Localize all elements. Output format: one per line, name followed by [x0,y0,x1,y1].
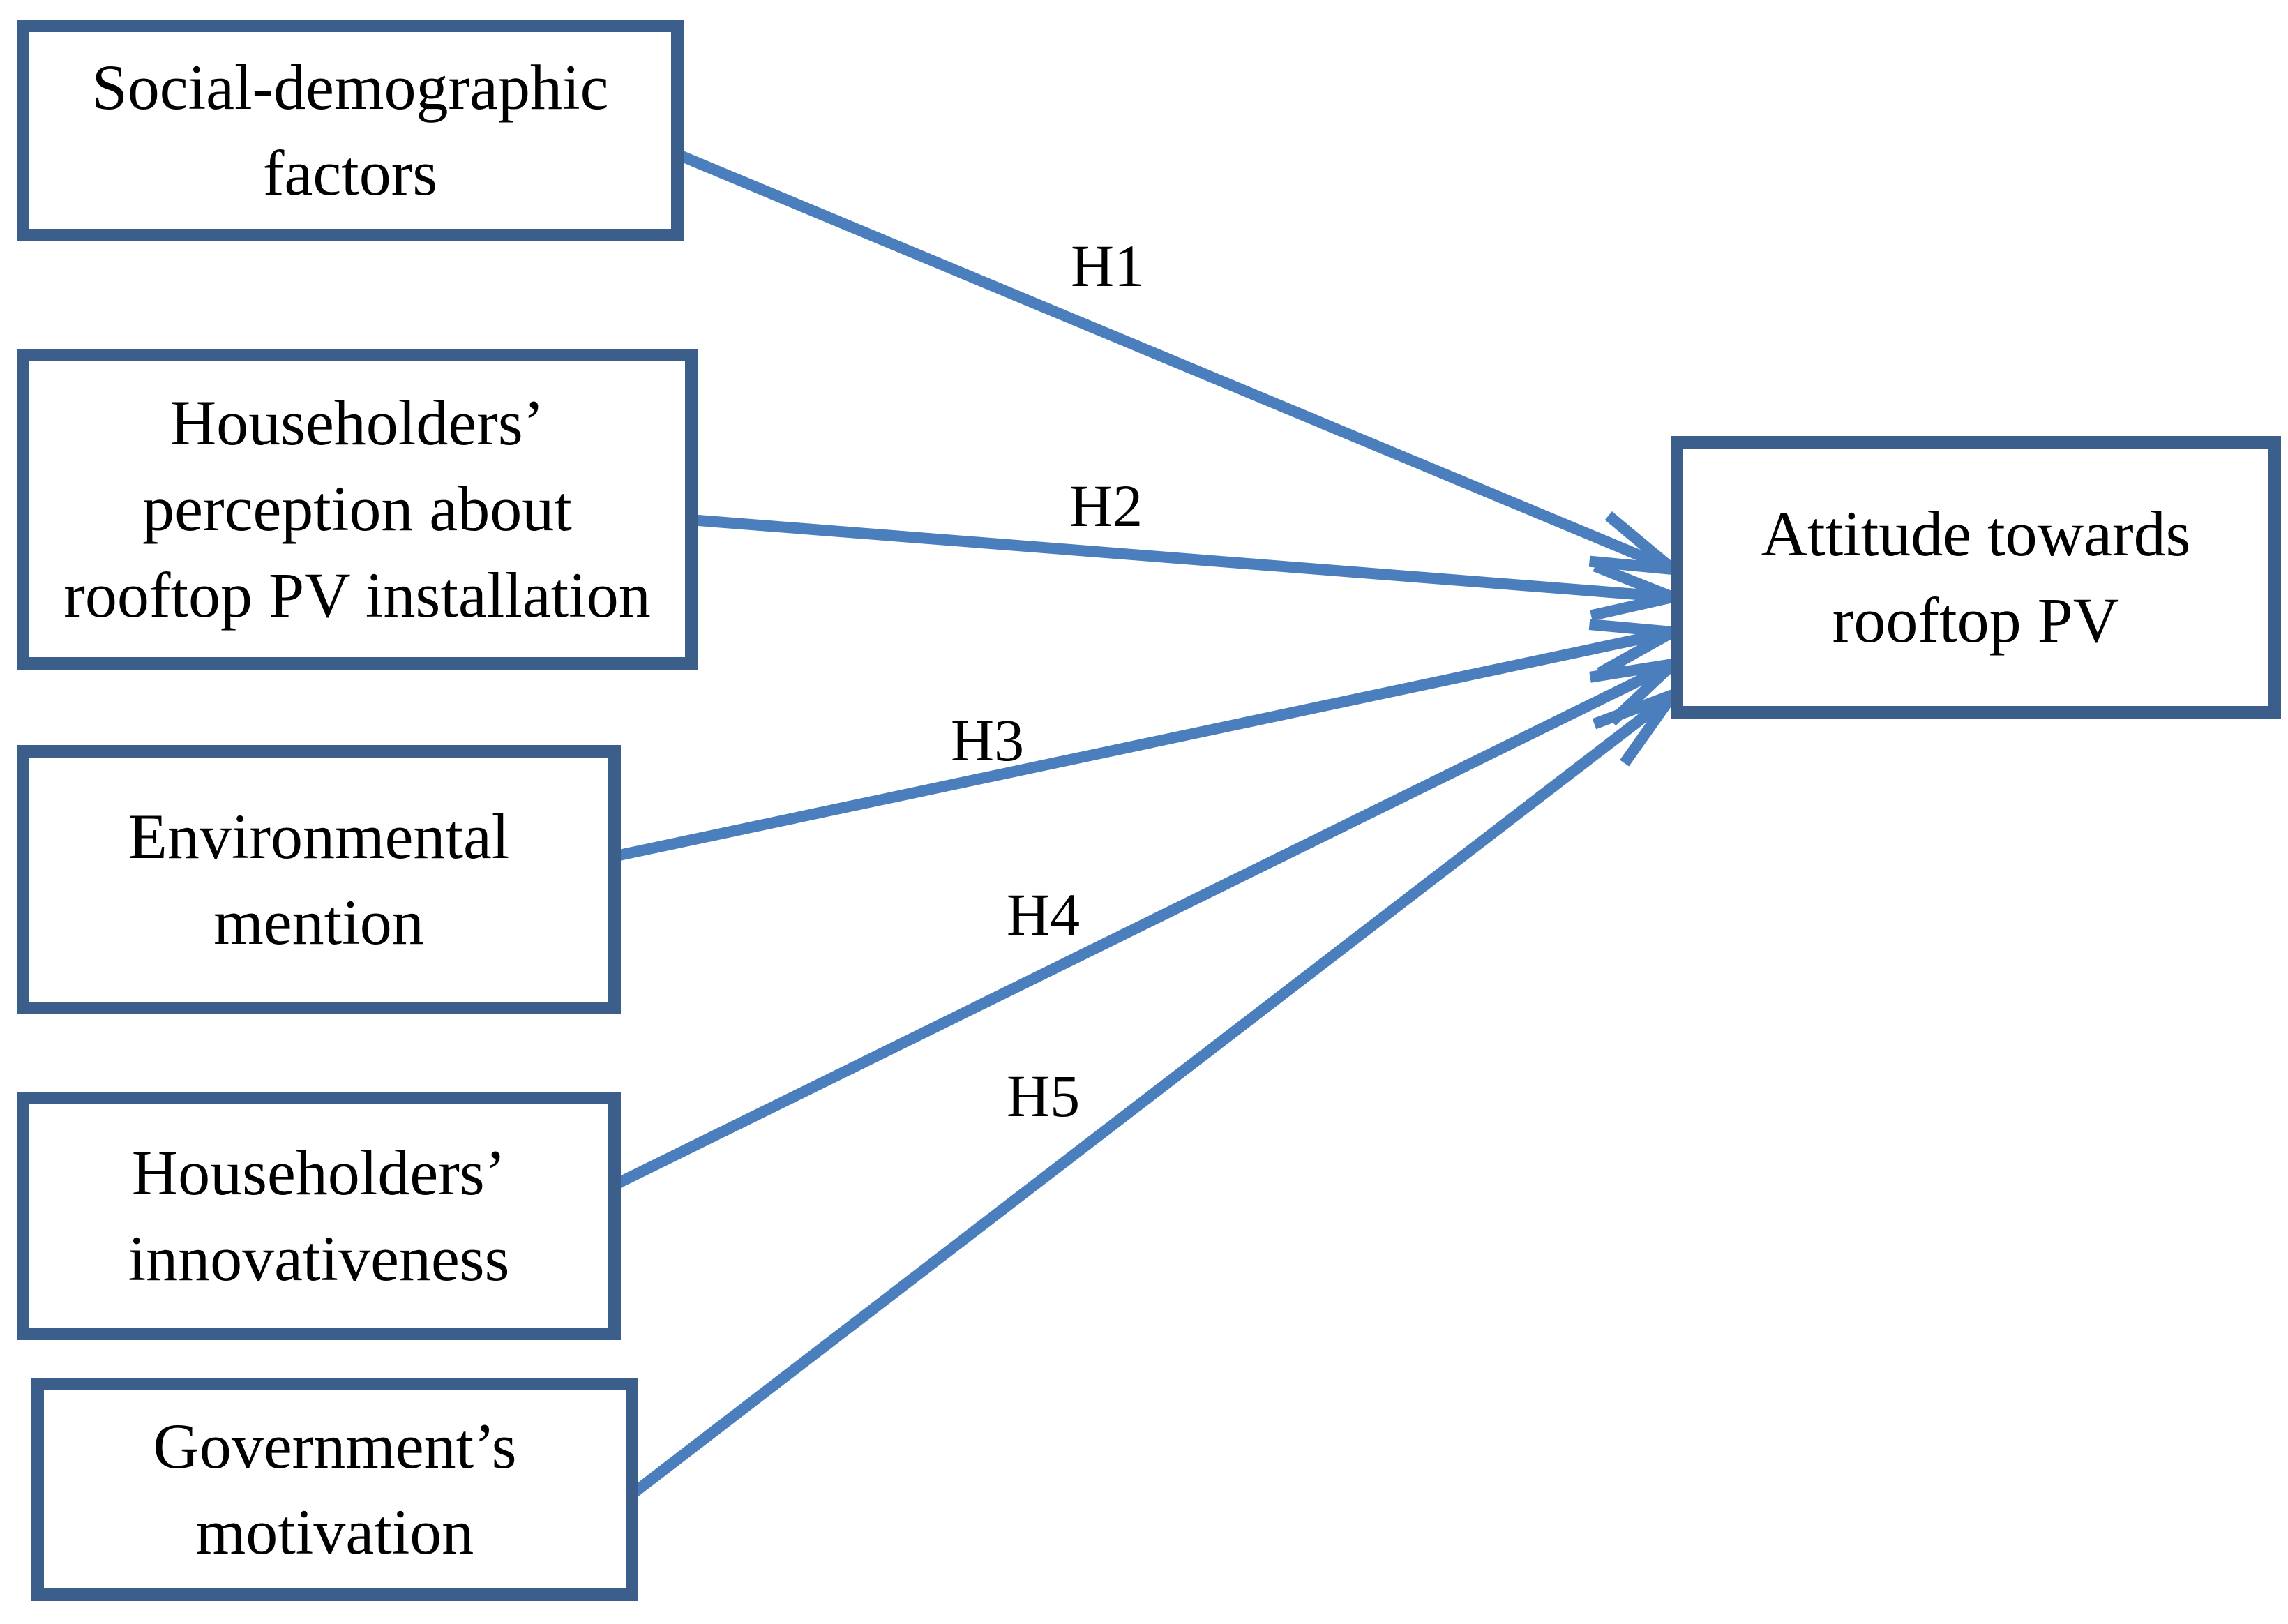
arrow-h3 [611,619,1676,862]
arrow-h1 [672,148,1677,575]
hypothesis-label-h3: H3 [951,707,1025,774]
node-label: Environmental mention [128,800,510,958]
node-environmental-mention[interactable]: Environmental mention [17,745,621,1014]
node-label: Householders’ innovativeness [128,1136,510,1294]
arrow-h4 [610,659,1677,1191]
hypothesis-label-h2: H2 [1069,472,1143,539]
hypothesis-label-h4: H4 [1007,881,1081,948]
hypothesis-label-h1: H1 [1071,232,1145,299]
node-householders-perception[interactable]: Householders’ perception about rooftop P… [17,349,698,670]
node-label: Householders’ perception about rooftop P… [63,387,651,631]
arrow-h5 [623,689,1678,1503]
hypothesis-label-h5: H5 [1007,1062,1081,1129]
node-label: Government’s motivation [153,1410,517,1567]
node-householders-innovativeness[interactable]: Householders’ innovativeness [17,1092,621,1340]
node-label: Attitude towards rooftop PV [1761,498,2191,656]
arrow-h2 [688,514,1675,622]
node-label: Social-demographic factors [91,51,609,209]
node-attitude-towards-rooftop-pv[interactable]: Attitude towards rooftop PV [1671,436,2281,719]
node-social-demographic-factors[interactable]: Social-demographic factors [17,20,684,241]
node-governments-motivation[interactable]: Government’s motivation [31,1378,638,1601]
